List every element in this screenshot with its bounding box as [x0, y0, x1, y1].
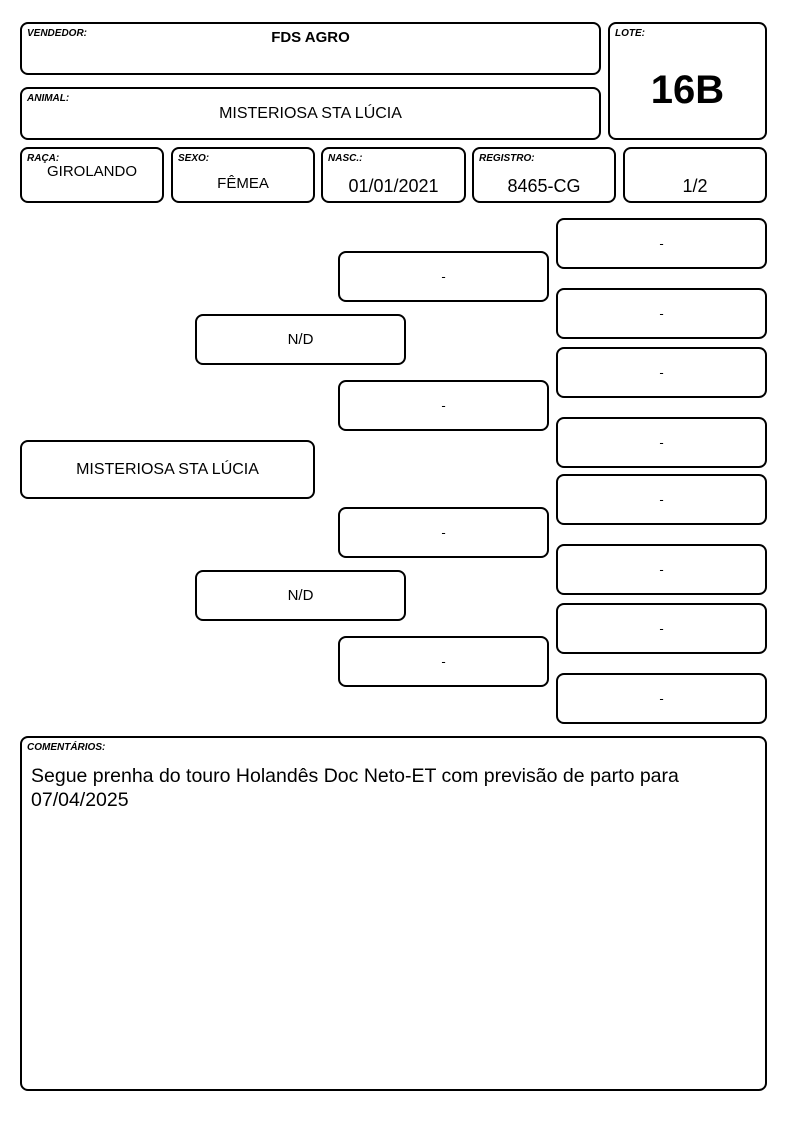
registro-box: REGISTRO: 8465-CG [472, 147, 616, 203]
pedigree-great-grandparent-6: - [556, 544, 767, 595]
lote-value: 16B [650, 68, 725, 112]
sexo-label: SEXO: [178, 153, 210, 164]
pedigree-dam: N/D [195, 570, 406, 621]
nasc-box: NASC.: 01/01/2021 [321, 147, 466, 203]
page-number: 1/2 [682, 176, 708, 196]
pedigree-great-grandparent-7: - [556, 603, 767, 654]
pedigree-sire: N/D [195, 314, 406, 365]
pedigree-great-grandparent-4: - [556, 417, 767, 468]
registro-value: 8465-CG [507, 176, 581, 196]
pedigree-grandparent-2: - [338, 380, 549, 431]
page-box: 1/2 [623, 147, 767, 203]
vendedor-box: VENDEDOR: FDS AGRO [20, 22, 601, 75]
pedigree-grandparent-1: - [338, 251, 549, 302]
pedigree-grandparent-3: - [338, 507, 549, 558]
pedigree-animal: MISTERIOSA STA LÚCIA [20, 440, 315, 499]
vendedor-value: FDS AGRO [271, 29, 350, 46]
vendedor-label: VENDEDOR: [27, 28, 88, 39]
animal-label: ANIMAL: [27, 93, 70, 104]
comments-text: Segue prenha do touro Holandês Doc Neto-… [31, 765, 679, 811]
raca-value: GIROLANDO [46, 163, 137, 180]
raca-label: RAÇA: [27, 153, 60, 164]
animal-box: ANIMAL: MISTERIOSA STA LÚCIA [20, 87, 601, 140]
animal-value: MISTERIOSA STA LÚCIA [219, 105, 402, 122]
raca-box: RAÇA: GIROLANDO [20, 147, 164, 203]
registro-label: REGISTRO: [479, 153, 535, 164]
comments-box: COMENTÁRIOS: Segue prenha do touro Holan… [20, 736, 767, 1091]
lote-box: LOTE: 16B [608, 22, 767, 140]
sexo-box: SEXO: FÊMEA [171, 147, 315, 203]
pedigree-great-grandparent-3: - [556, 347, 767, 398]
pedigree-great-grandparent-5: - [556, 474, 767, 525]
nasc-value: 01/01/2021 [348, 176, 439, 196]
sexo-value: FÊMEA [217, 175, 269, 192]
comments-label: COMENTÁRIOS: [27, 742, 106, 753]
pedigree-great-grandparent-1: - [556, 218, 767, 269]
nasc-label: NASC.: [328, 153, 363, 164]
pedigree-great-grandparent-2: - [556, 288, 767, 339]
pedigree-great-grandparent-8: - [556, 673, 767, 724]
lote-label: LOTE: [615, 28, 645, 39]
pedigree-grandparent-4: - [338, 636, 549, 687]
